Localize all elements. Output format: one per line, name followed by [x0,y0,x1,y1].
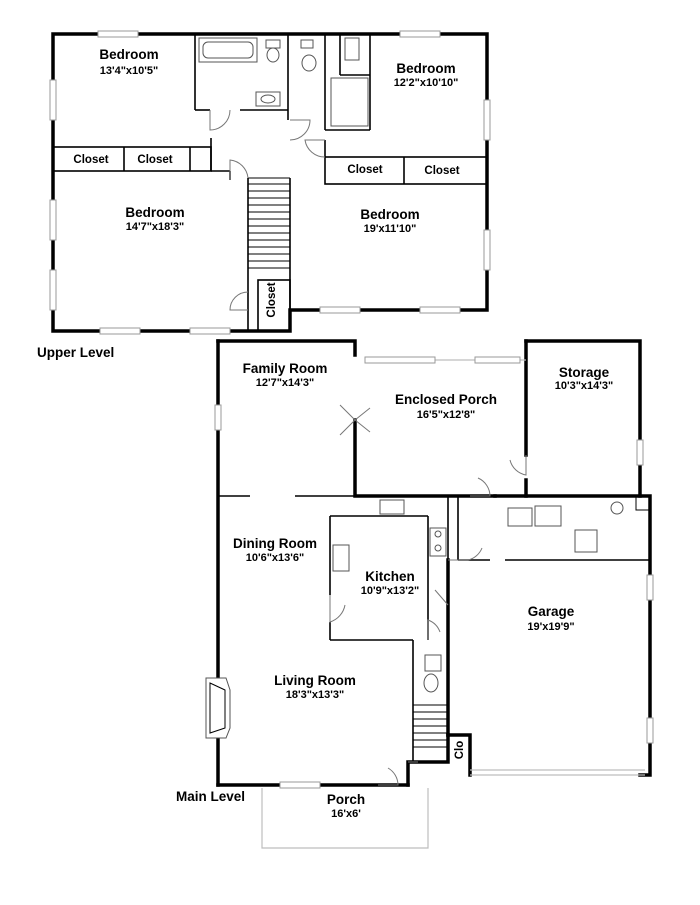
toilet-icon [265,39,281,49]
closet-label: Closet [266,282,278,317]
upper-level-plan [49,30,491,335]
room-name: Living Room [274,673,356,688]
room-name: Garage [528,604,575,619]
stove-icon [429,527,447,557]
shower-icon [330,77,369,127]
room-dims: 10'6"x13'6" [246,552,305,564]
room-dims: 19'x11'10" [364,223,417,235]
porch-outline [261,788,429,849]
room-name: Family Room [243,361,328,376]
labels: Upper Level Main Level Bedroom 13'4"x10'… [37,47,613,820]
main-exterior-wall [216,339,357,357]
room-dims: 12'2"x10'10" [394,77,459,89]
room-dims: 16'x6' [331,808,361,820]
room-name: Bedroom [125,205,184,220]
sink-icon [379,499,405,515]
closet-label: Closet [137,154,172,166]
room-name: Enclosed Porch [395,392,497,407]
dryer-icon [534,505,562,527]
room-dims: 10'3"x14'3" [555,380,614,392]
room-dims: 18'3"x13'3" [286,689,345,701]
closet-label: Closet [73,154,108,166]
room-name: Dining Room [233,536,317,551]
room-dims: 16'5"x12'8" [417,409,476,421]
room-name: Kitchen [365,569,415,584]
room-dims: 12'7"x14'3" [256,377,315,389]
room-dims: 14'7"x18'3" [126,221,185,233]
room-dims: 19'x19'9" [527,621,574,633]
room-name: Bedroom [99,47,158,62]
water-heater-icon [610,501,624,515]
fireplace-icon [205,677,231,739]
closet-label: Closet [347,164,382,176]
washer-icon [507,507,533,527]
toilet-icon [424,654,442,672]
main-level-label: Main Level [176,789,245,804]
room-name: Bedroom [396,61,455,76]
upper-level-label: Upper Level [37,345,114,360]
room-name: Storage [559,365,610,380]
main-level-plan [205,339,654,849]
room-name: Bedroom [360,207,419,222]
room-name: Porch [327,792,365,807]
closet-label: Closet [424,165,459,177]
room-dims: 10'9"x13'2" [361,585,420,597]
room-dims: 13'4"x10'5" [100,65,159,77]
closet-label: Clo [454,741,466,760]
